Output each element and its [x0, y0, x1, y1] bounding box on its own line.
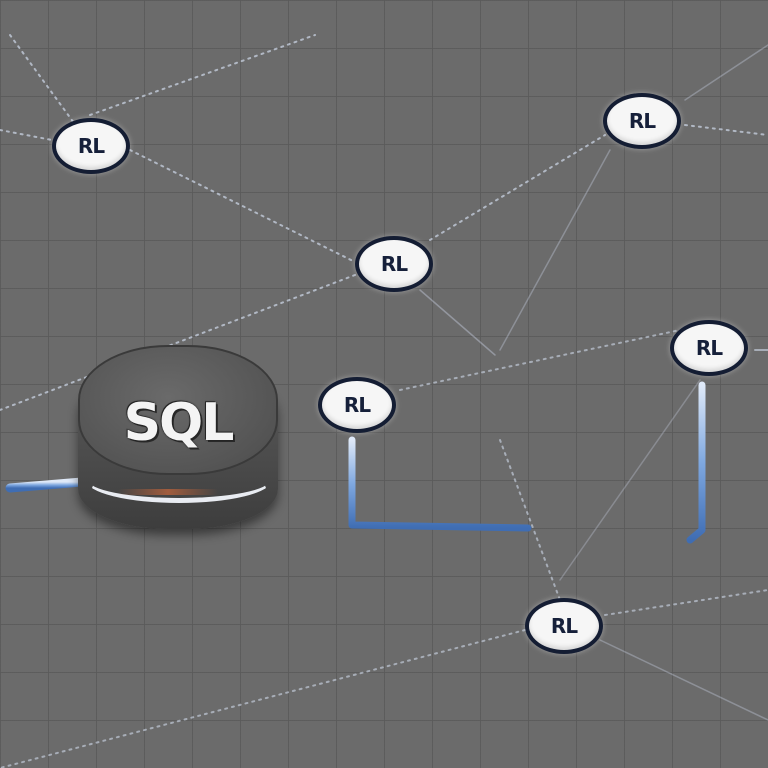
network-link — [0, 274, 356, 411]
network-link — [559, 379, 701, 581]
network-link — [604, 589, 768, 616]
network-link — [499, 439, 561, 601]
network-links — [0, 34, 768, 768]
network-node[interactable]: RL — [525, 598, 603, 654]
database-label: SQL — [123, 393, 235, 453]
node-label: RL — [380, 252, 408, 276]
network-link — [0, 129, 53, 141]
database-ring-glow — [118, 489, 218, 495]
pipe-connector — [348, 436, 532, 532]
network-node[interactable]: RL — [318, 377, 396, 433]
network-link — [129, 149, 356, 263]
node-label: RL — [628, 109, 656, 133]
node-label: RL — [77, 134, 105, 158]
network-node[interactable]: RL — [355, 236, 433, 292]
node-label: RL — [695, 336, 723, 360]
network-link — [0, 629, 526, 768]
network-link — [419, 289, 496, 356]
pipe-connector — [686, 381, 706, 544]
node-label: RL — [550, 614, 578, 638]
sql-database-icon[interactable]: SQL — [78, 345, 288, 535]
node-label: RL — [343, 393, 371, 417]
pipe-connector — [5, 477, 87, 493]
pipe-connectors — [5, 347, 706, 544]
network-node[interactable]: RL — [52, 118, 130, 174]
network-link — [399, 329, 681, 391]
network-link — [499, 149, 611, 351]
network-link — [599, 639, 768, 721]
network-node[interactable]: RL — [670, 320, 748, 376]
network-node[interactable]: RL — [603, 93, 681, 149]
database-ring — [86, 457, 272, 503]
network-link — [684, 44, 768, 101]
network-link — [89, 34, 316, 116]
network-link — [429, 134, 606, 241]
network-link — [684, 124, 768, 136]
